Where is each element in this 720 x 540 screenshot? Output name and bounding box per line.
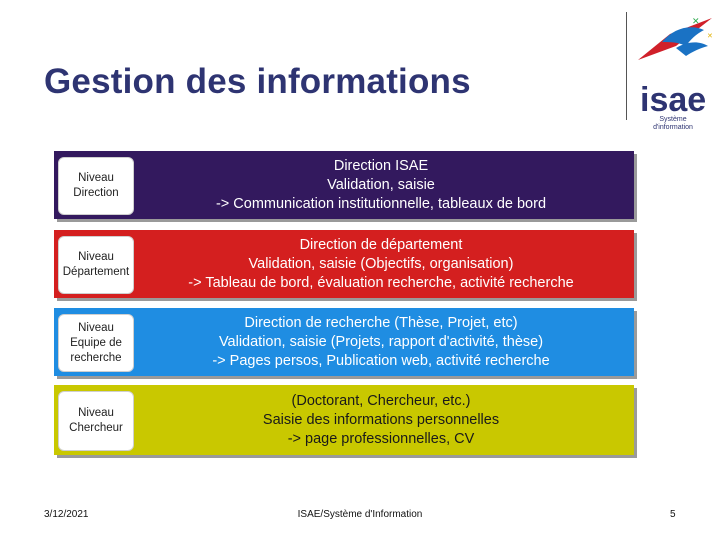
level-label-line: Direction [73,187,119,199]
band-text-line: -> page professionnelles, CV [287,430,475,447]
band-text-line: Saisie des informations personnelles [262,411,500,428]
band-text-line: Direction de recherche (Thèse, Projet, e… [244,314,518,331]
band-departement: Direction de département Validation, sai… [54,230,634,298]
band-text-line: Validation, saisie (Projets, rapport d'a… [218,333,544,350]
logo-text: isae [640,81,706,119]
band-text-line: Validation, saisie [327,176,435,193]
band-equipe: Direction de recherche (Thèse, Projet, e… [54,308,634,376]
band-text-line: Direction ISAE [333,157,429,174]
logo-subtitle-2: d'information [653,124,693,131]
band-direction: Direction ISAE Validation, saisie -> Com… [54,151,634,219]
level-label-line: Niveau [78,407,114,419]
level-label-line: Equipe de [70,336,122,349]
band-text-line: Direction de département [299,236,463,253]
band-text-line: Validation, saisie (Objectifs, organisat… [248,255,514,272]
band-text-line: -> Communication institutionnelle, table… [215,195,547,212]
band-text-line: -> Pages persos, Publication web, activi… [212,352,550,369]
level-equipe-label: Niveau Equipe de recherche [58,314,134,372]
page-number: 5 [670,509,676,520]
slide-title: Gestion des informations [44,62,471,101]
level-chercheur-label: Niveau Chercheur [58,391,134,451]
band-text-line: -> Tableau de bord, évaluation recherche… [188,274,574,291]
logo-subtitle-1: Système [659,116,687,123]
level-label-line: Niveau [78,251,114,263]
bird-emblem-icon: ✕ ✕ isae [638,17,713,119]
level-label-line: Niveau [78,172,114,184]
svg-text:✕: ✕ [707,32,713,40]
band-chercheur-text: (Doctorant, Chercheur, etc.) Saisie des … [128,385,634,455]
band-direction-text: Direction ISAE Validation, saisie -> Com… [128,151,634,219]
band-equipe-text: Direction de recherche (Thèse, Projet, e… [128,308,634,376]
level-departement-label: Niveau Département [58,236,134,294]
isae-logo: ✕ ✕ isae Système d'information [632,12,714,134]
logo-divider [626,12,627,120]
level-label-line: Chercheur [69,422,123,434]
band-chercheur: (Doctorant, Chercheur, etc.) Saisie des … [54,385,634,455]
band-departement-text: Direction de département Validation, sai… [128,230,634,298]
level-direction-label: Niveau Direction [58,157,134,215]
footer-center: ISAE/Système d'Information [297,509,423,520]
level-label-line: Département [62,266,130,278]
footer-date: 3/12/2021 [44,509,89,520]
level-label-line: recherche [70,351,122,364]
svg-text:✕: ✕ [692,17,700,27]
level-label-line: Niveau [78,321,114,334]
band-text-line: (Doctorant, Chercheur, etc.) [291,392,471,409]
